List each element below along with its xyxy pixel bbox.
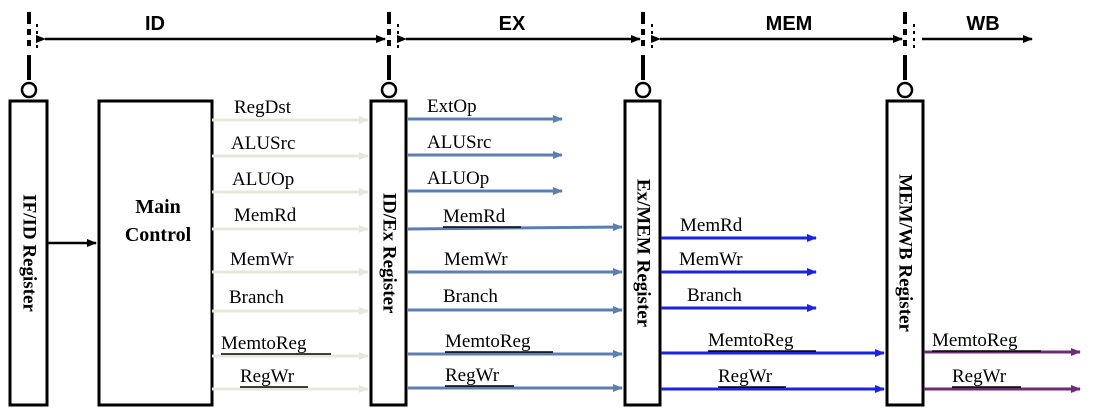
wb-stage-signal-labels: MemtoReg RegWr xyxy=(932,330,1018,387)
idex-register-label: ID/Ex Register xyxy=(379,193,400,314)
ex-signal-label-branch: Branch xyxy=(443,286,498,307)
id-signal-label-branch: Branch xyxy=(229,287,284,308)
idex-register-box xyxy=(369,99,408,407)
ex-stage-signal-labels: ExtOp ALUSrc ALUOp MemRd MemWr Branch Me… xyxy=(427,96,531,386)
id-signal-label-aluop: ALUOp xyxy=(232,169,294,190)
id-signal-label-alusrc: ALUSrc xyxy=(231,133,295,154)
stage-label-ex: EX xyxy=(499,13,526,35)
ex-signal-label-aluop: ALUOp xyxy=(427,168,489,189)
id-signal-label-regwr: RegWr xyxy=(240,366,295,387)
id-signal-underlines xyxy=(221,353,331,388)
memwb-register-box xyxy=(885,99,925,407)
id-signal-label-regdst: RegDst xyxy=(234,97,292,118)
mem-signal-label-memtoreg: MemtoReg xyxy=(708,330,794,351)
exmem-register-box xyxy=(623,99,662,407)
mem-signal-underlines xyxy=(708,350,816,388)
id-stage-signal-labels: RegDst ALUSrc ALUOp MemRd MemWr Branch M… xyxy=(221,97,307,387)
ex-signal-label-extop: ExtOp xyxy=(427,96,477,117)
ex-signal-label-memwr: MemWr xyxy=(444,249,508,270)
main-control-label-line2: Control xyxy=(125,224,192,246)
ex-signal-label-regwr: RegWr xyxy=(445,365,500,386)
mem-signal-label-branch: Branch xyxy=(687,285,742,306)
ifid-register-label: IF/ID Register xyxy=(19,194,40,312)
ex-signal-label-alusrc: ALUSrc xyxy=(427,132,491,153)
id-signal-label-memtoreg: MemtoReg xyxy=(221,333,307,354)
mem-signal-label-regwr: RegWr xyxy=(718,366,773,387)
clock-circle-memwb xyxy=(896,81,914,99)
clock-circle-ifid xyxy=(20,81,38,99)
exmem-register-label: Ex/MEM Register xyxy=(633,179,654,328)
id-stage-signals xyxy=(212,116,369,393)
main-control-box xyxy=(97,99,214,407)
ex-signal-underlines xyxy=(443,226,553,387)
stage-label-id: ID xyxy=(145,13,165,35)
mem-signal-label-memrd: MemRd xyxy=(680,215,743,236)
id-signal-label-memrd: MemRd xyxy=(234,205,297,226)
stage-label-wb: WB xyxy=(966,13,999,35)
main-control-label-line1: Main xyxy=(135,196,181,218)
wb-signal-underlines xyxy=(932,350,1041,388)
wb-signal-label-regwr: RegWr xyxy=(952,366,1007,387)
ifid-register-box xyxy=(8,99,49,407)
ex-signal-label-memtoreg: MemtoReg xyxy=(445,331,531,352)
wb-signal-label-memtoreg: MemtoReg xyxy=(932,330,1018,351)
clock-inputs xyxy=(20,81,914,99)
mem-signal-label-memwr: MemWr xyxy=(679,249,743,270)
ex-stage-signals xyxy=(406,115,623,392)
wb-stage-signals xyxy=(924,348,1081,393)
id-signal-label-memwr: MemWr xyxy=(230,249,294,270)
memwb-register-label: MEM/WB Register xyxy=(895,174,916,332)
clock-circle-exmem xyxy=(634,81,652,99)
mem-stage-signals xyxy=(661,234,885,393)
ex-signal-label-memrd: MemRd xyxy=(443,206,506,227)
stage-label-mem: MEM xyxy=(766,13,813,35)
clock-circle-idex xyxy=(380,81,398,99)
mem-stage-signal-labels: MemRd MemWr Branch MemtoReg RegWr xyxy=(679,215,794,387)
